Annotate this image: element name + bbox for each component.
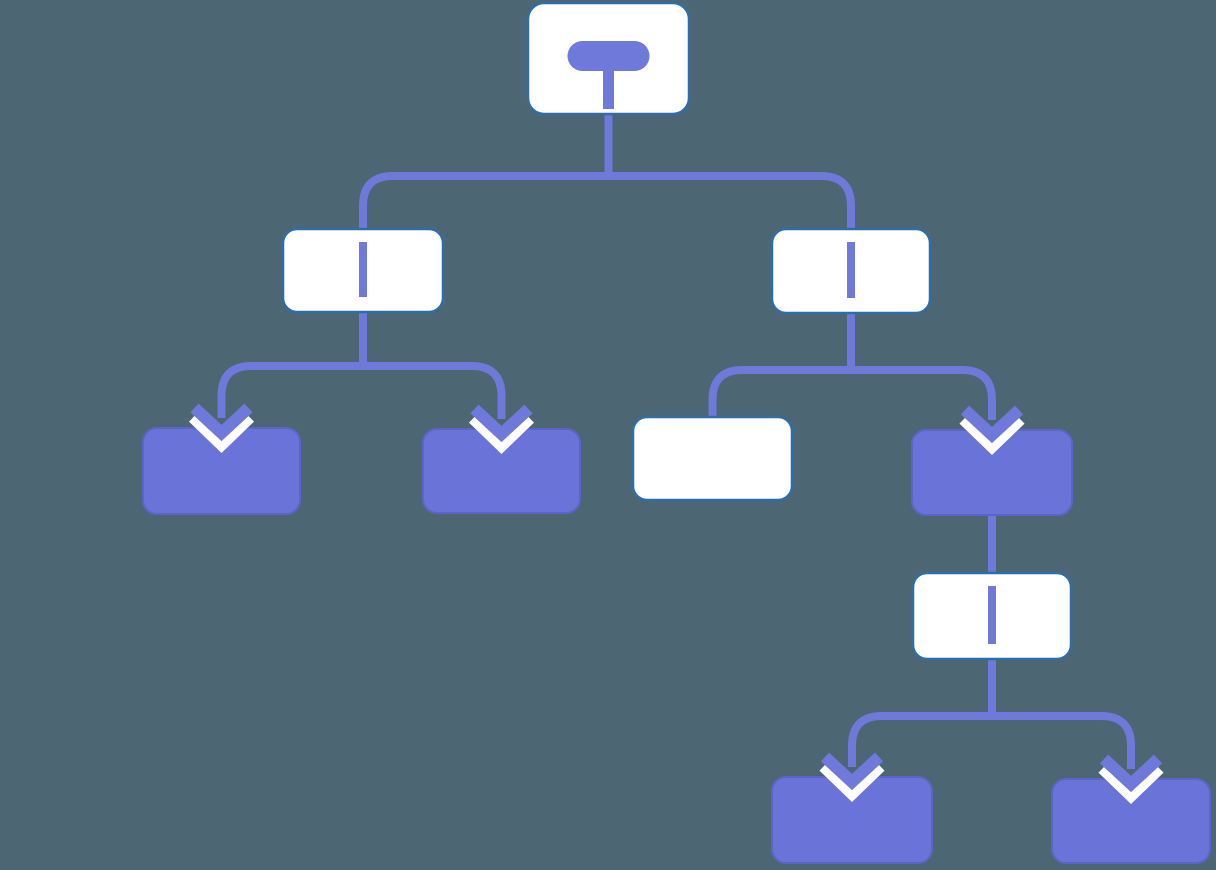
pass-through-line (359, 242, 367, 297)
arrow-chevron (190, 403, 253, 442)
arrow-down-icon (959, 405, 1025, 456)
arrow-down-icon (188, 403, 255, 454)
root-stem (603, 69, 614, 109)
connector-layer (217, 112, 1135, 769)
root-node-icon (567, 41, 650, 109)
connector-edge (217, 362, 506, 419)
arrow-chevron-outline (819, 761, 885, 803)
connector-edge (708, 366, 996, 421)
branch-node-left[interactable] (281, 227, 445, 314)
arrow-chevron-outline (1098, 763, 1164, 805)
pass-through-line (847, 242, 855, 298)
arrow-chevron (1099, 754, 1163, 793)
pass-through-line (988, 586, 996, 644)
arrow-chevron (960, 405, 1024, 444)
connector-edge (848, 712, 1135, 769)
arrow-down-icon (819, 752, 885, 803)
leaf-node-white[interactable] (631, 415, 794, 502)
arrow-chevron-outline (468, 413, 535, 455)
leaf-node-white-box[interactable] (631, 415, 794, 502)
connector-edge (359, 172, 855, 233)
branch-node-bottom[interactable] (911, 571, 1073, 661)
arrow-chevron-outline (188, 412, 255, 454)
arrow-chevron-outline (959, 414, 1025, 456)
arrow-chevron (820, 752, 884, 791)
branch-node-right[interactable] (770, 227, 932, 315)
node-layer (142, 1, 1211, 864)
arrow-layer (188, 403, 1164, 805)
arrow-chevron (470, 404, 533, 443)
arrow-down-icon (1098, 754, 1164, 805)
arrow-down-icon (468, 404, 535, 455)
root-node[interactable] (526, 1, 691, 116)
root-pill (567, 41, 650, 71)
